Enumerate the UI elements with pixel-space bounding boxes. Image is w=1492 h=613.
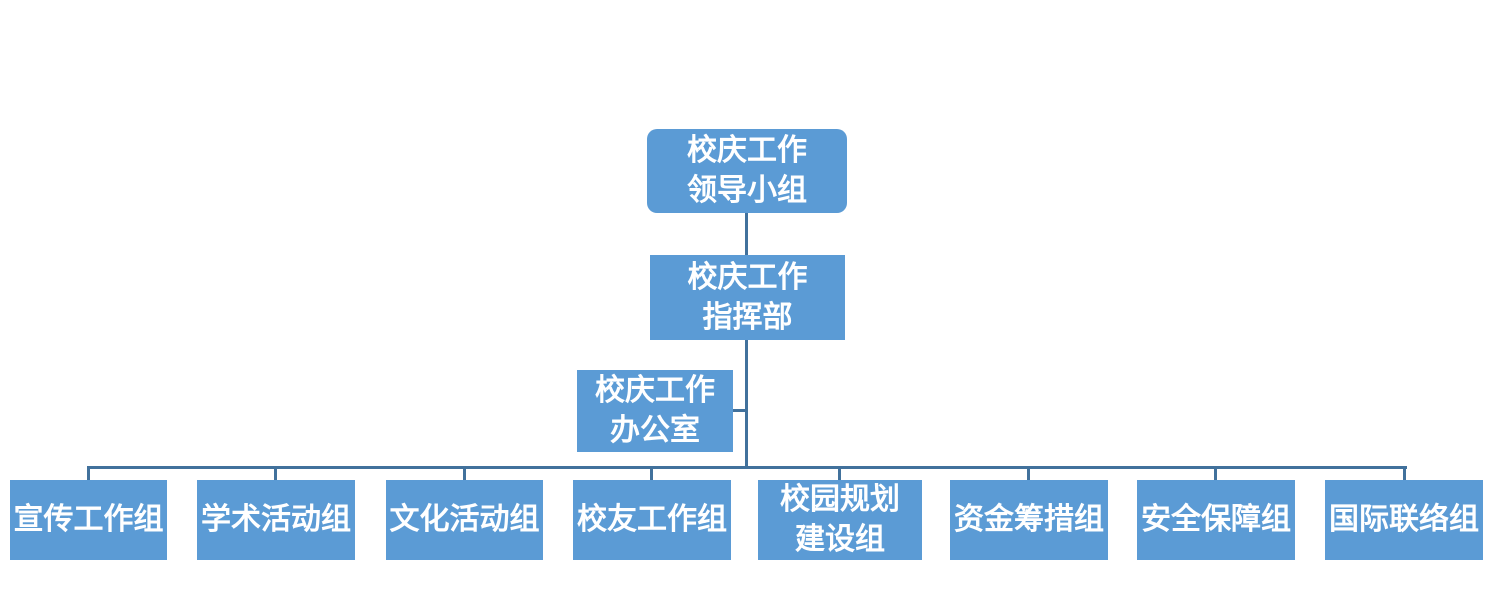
connector-drop-alumni <box>650 466 653 481</box>
node-label-line: 校庆工作 <box>687 260 808 294</box>
connector-drop-campus-planning <box>838 466 841 481</box>
node-label-line: 文化活动组 <box>389 503 540 536</box>
connector-drop-academic <box>274 466 277 481</box>
node-label-line: 领导小组 <box>687 174 807 207</box>
connector-horizontal-bus <box>87 466 1407 469</box>
node-label-line: 校友工作组 <box>577 503 727 536</box>
connector-drop-security <box>1214 466 1217 481</box>
connector-command-to-bus <box>745 340 748 469</box>
org-node-international-group: 国际联络组 <box>1325 480 1483 560</box>
connector-office-stub <box>733 409 747 412</box>
org-node-alumni-group: 校友工作组 <box>573 480 731 560</box>
connector-drop-international <box>1403 466 1406 481</box>
connector-drop-funding <box>1027 466 1030 481</box>
node-label-line: 校庆工作 <box>595 374 715 407</box>
org-node-office: 校庆工作 办公室 <box>577 370 733 452</box>
connector-drop-publicity <box>87 466 90 481</box>
node-label-line: 宣传工作组 <box>13 503 164 536</box>
org-node-funding-group: 资金筹措组 <box>950 480 1108 560</box>
node-label-line: 国际联络组 <box>1329 503 1479 536</box>
connector-leader-to-command <box>745 213 748 255</box>
org-node-cultural-group: 文化活动组 <box>386 480 543 560</box>
org-node-publicity-group: 宣传工作组 <box>10 480 167 560</box>
org-node-command-department: 校庆工作 指挥部 <box>650 255 845 340</box>
node-label-line: 学术活动组 <box>201 503 351 536</box>
node-label-line: 校庆工作 <box>687 134 807 167</box>
node-label-line: 安全保障组 <box>1141 503 1291 536</box>
node-label-line: 资金筹措组 <box>954 503 1104 536</box>
org-node-security-group: 安全保障组 <box>1137 480 1295 560</box>
org-node-academic-group: 学术活动组 <box>197 480 355 560</box>
node-label-line: 建设组 <box>795 523 885 556</box>
node-label-line: 校园规划 <box>780 483 900 516</box>
node-label-line: 办公室 <box>610 414 700 447</box>
node-label-line: 指挥部 <box>702 300 793 334</box>
org-node-leader-group: 校庆工作 领导小组 <box>647 129 847 213</box>
org-node-campus-planning-group: 校园规划 建设组 <box>758 480 922 560</box>
connector-drop-cultural <box>463 466 466 481</box>
